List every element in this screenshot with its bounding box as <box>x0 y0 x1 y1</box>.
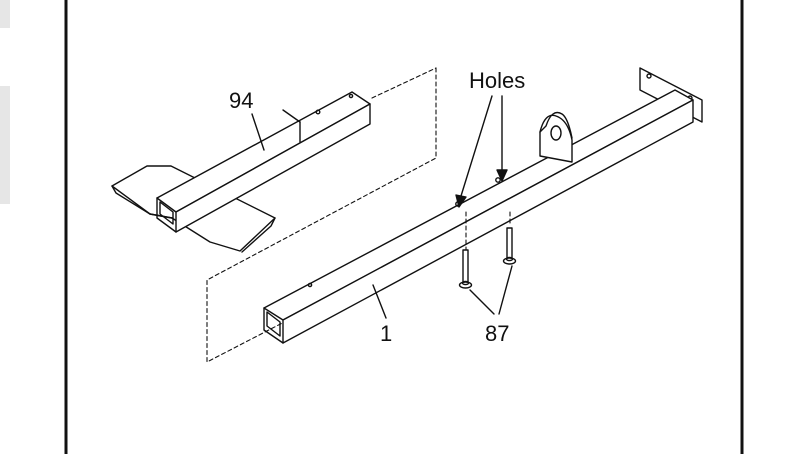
page-edge-tab <box>0 86 10 204</box>
leader-87-right <box>498 265 513 315</box>
arrow-head <box>496 169 508 182</box>
holes-label: Holes <box>469 68 526 93</box>
leader-94 <box>251 113 265 151</box>
bolts-part-87 <box>458 211 517 289</box>
part-label-94: 94 <box>229 88 254 113</box>
alignment-dashed-line <box>206 67 437 363</box>
leader-lines <box>251 95 513 319</box>
alignment-dashed-line <box>371 67 437 99</box>
arrow-head <box>455 194 467 208</box>
stabilizer-part-94 <box>111 91 371 253</box>
leader-holes-left <box>460 95 493 197</box>
leader-87-left <box>469 289 495 315</box>
part-label-1: 1 <box>380 321 393 346</box>
page-edge-tab <box>0 0 10 28</box>
part-label-87: 87 <box>485 321 510 346</box>
leader-1 <box>372 284 387 319</box>
frame-part-1 <box>263 67 703 344</box>
